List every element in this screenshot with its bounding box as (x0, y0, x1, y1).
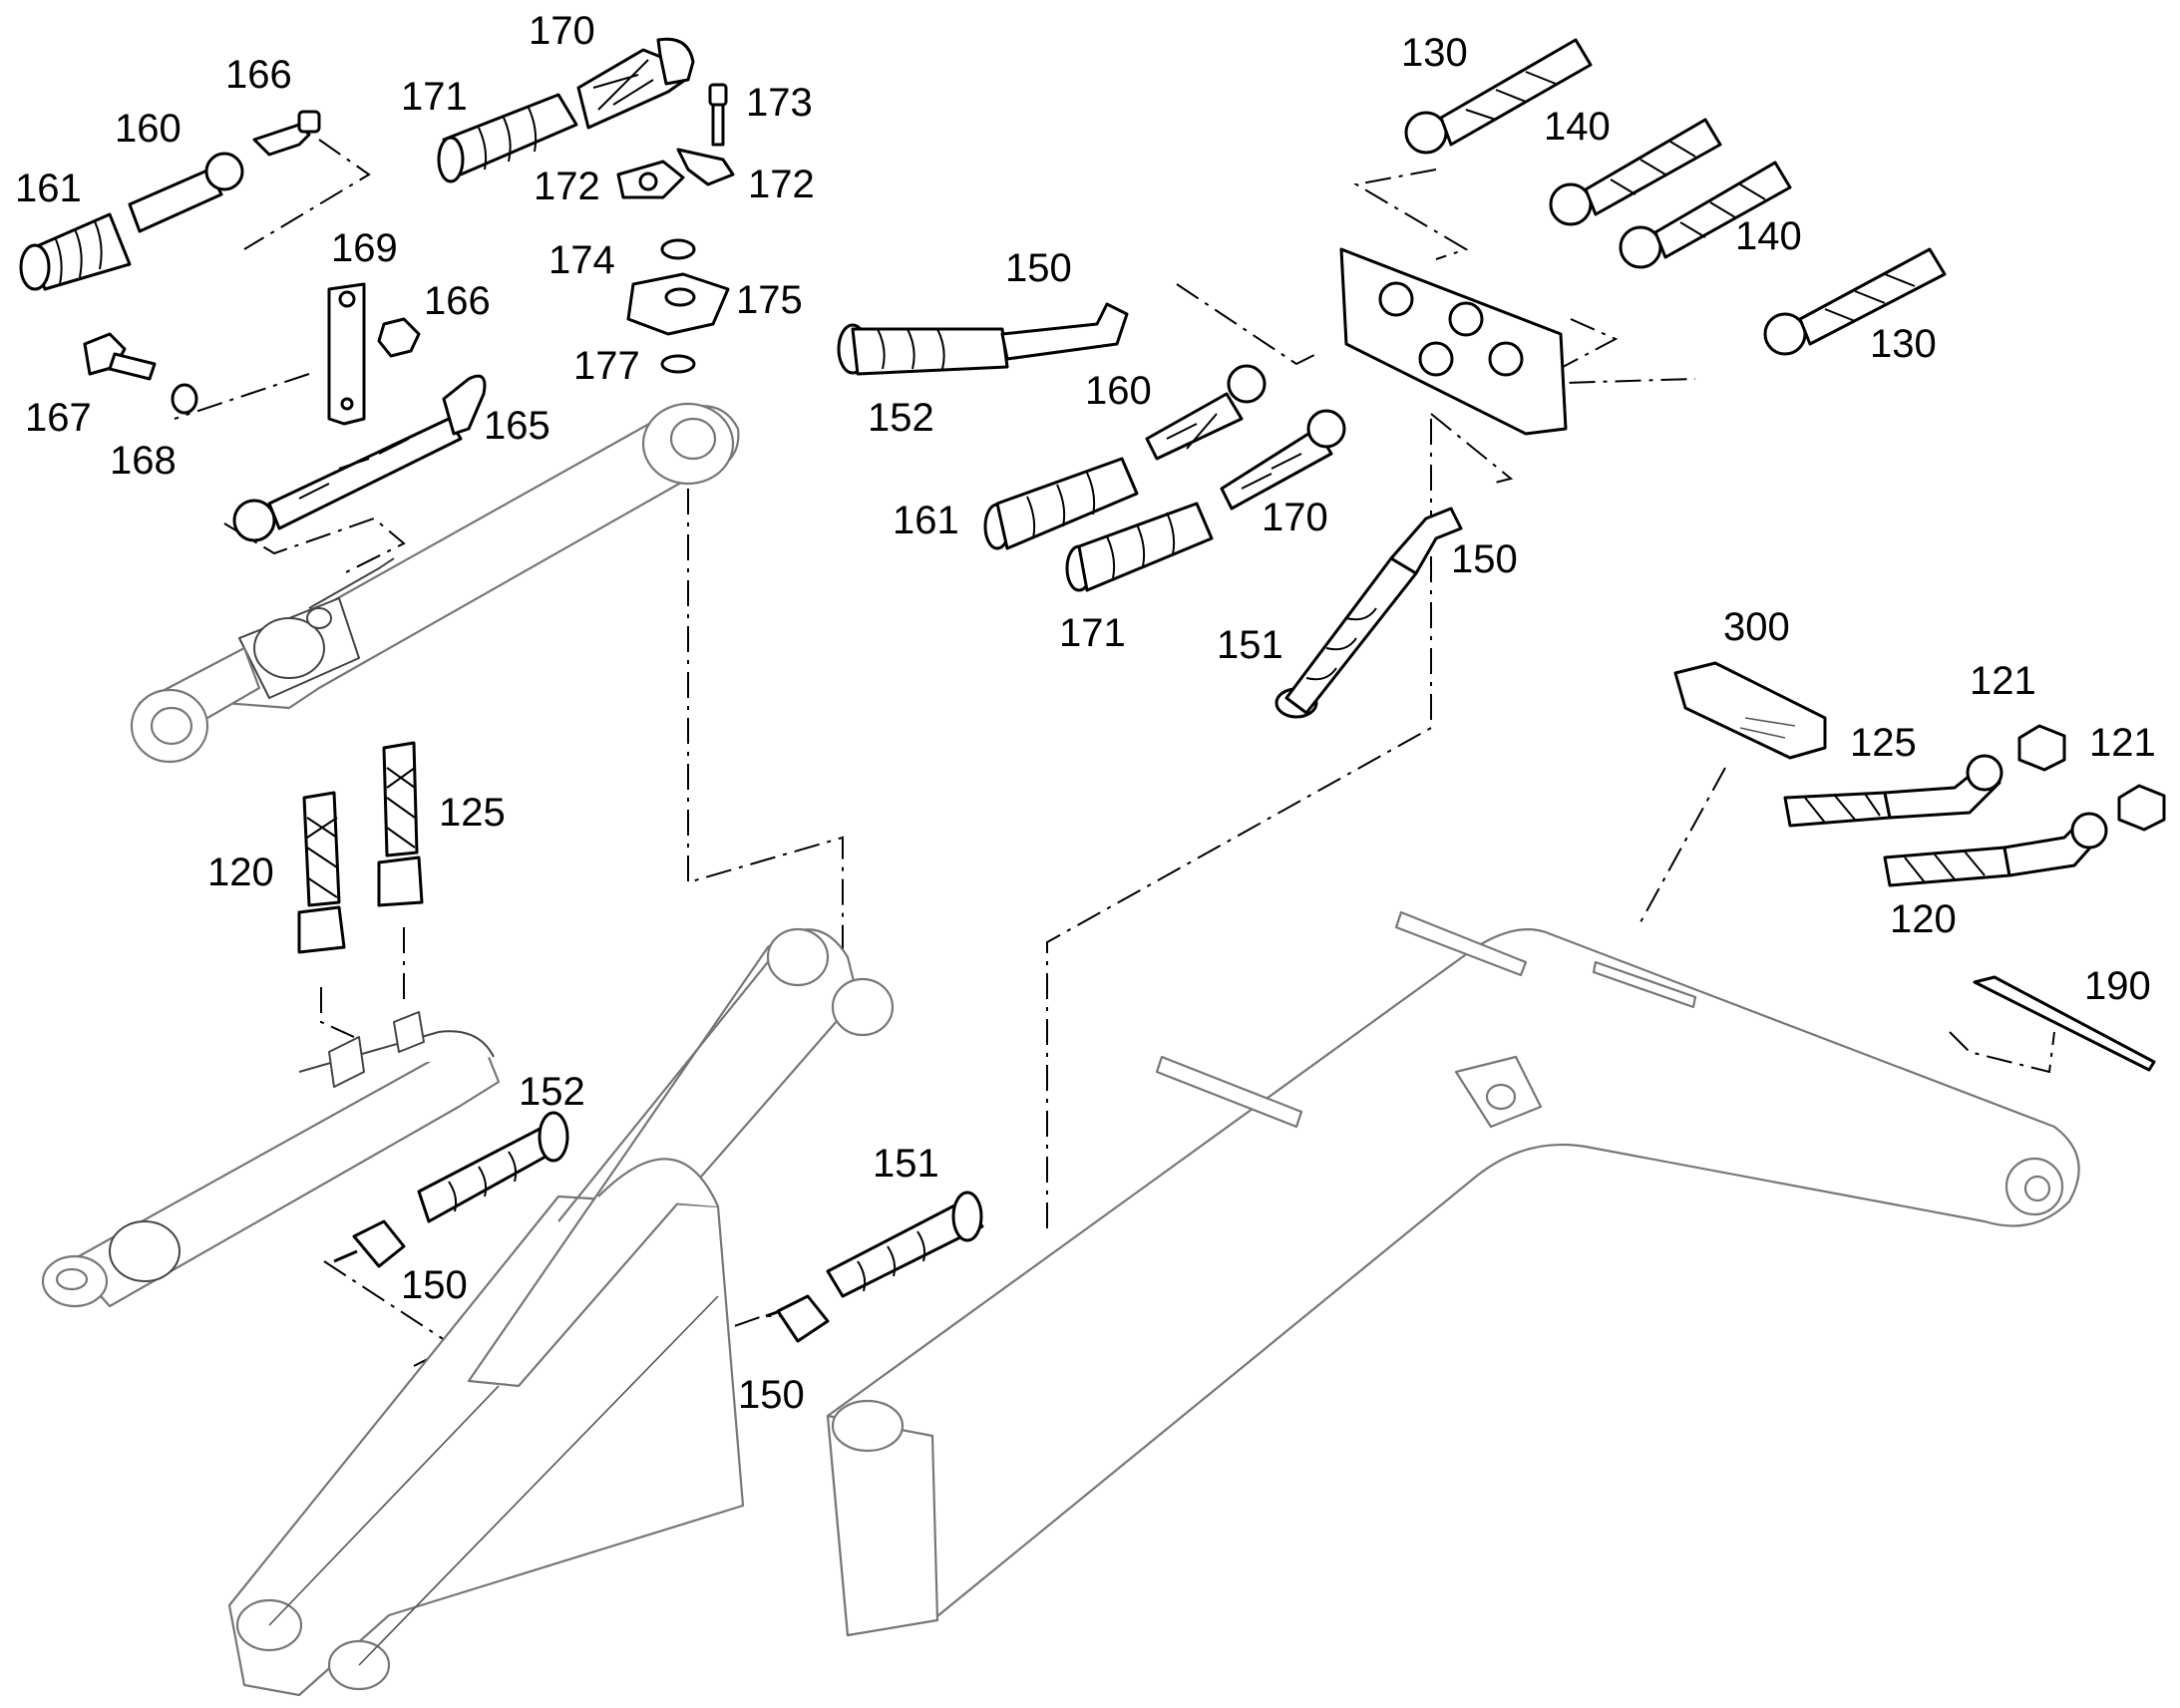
label-160-center: 160 (1085, 369, 1152, 413)
label-150-center: 150 (1451, 537, 1518, 581)
label-167: 167 (25, 396, 92, 440)
arm-assembly (227, 927, 895, 1697)
hose-fitting-160-center (1145, 364, 1267, 461)
hose-152-lower-left (417, 1111, 569, 1223)
hose-140-lower (1619, 161, 1792, 269)
label-151-lower-center: 151 (873, 1142, 939, 1186)
nut-166 (377, 317, 421, 358)
hose-152-top-center (837, 302, 1129, 376)
valve-block-plate (1339, 247, 1568, 436)
hose-130-right (1763, 247, 1947, 356)
part-labels: 161 160 166 170 171 173 172 172 174 175 … (15, 9, 2156, 1417)
label-172-right: 172 (748, 163, 815, 206)
label-125-right: 125 (1850, 721, 1917, 765)
hose-170-center (1220, 409, 1346, 511)
label-161-center: 161 (893, 499, 959, 542)
hose-151-lower-center (826, 1191, 984, 1298)
hose-170-top (576, 37, 695, 130)
label-160-top: 160 (115, 107, 182, 151)
label-169: 169 (331, 226, 398, 270)
clamp-172 (616, 148, 735, 199)
label-190: 190 (2084, 964, 2151, 1008)
hose-171-center (1065, 502, 1214, 592)
hose-165 (232, 374, 487, 542)
fitting-150-lower-left (333, 1219, 406, 1268)
label-175: 175 (736, 278, 803, 322)
hose-130-top (1404, 38, 1593, 155)
label-121-lower: 121 (2089, 721, 2156, 765)
label-166-top: 166 (225, 53, 292, 97)
label-173: 173 (746, 81, 813, 125)
hose-fitting-160-top-left (128, 152, 244, 233)
hose-120-left (297, 791, 346, 954)
label-171-top: 171 (401, 75, 468, 119)
hose-125-left (377, 741, 424, 907)
o-ring-174 (660, 238, 696, 260)
label-170-top: 170 (529, 9, 595, 53)
boom-assembly (826, 910, 2080, 1637)
label-120-left: 120 (207, 851, 274, 894)
label-166-mid: 166 (424, 279, 491, 323)
hydraulic-cylinder-upper (130, 402, 740, 764)
bolt-173 (708, 83, 728, 147)
hose-161-top-left (19, 212, 132, 291)
label-121-upper: 121 (1970, 659, 2036, 703)
label-177: 177 (573, 344, 640, 388)
cap-121-upper (2017, 724, 2066, 772)
label-171-center: 171 (1059, 611, 1126, 655)
label-140-lower: 140 (1735, 214, 1802, 258)
hose-140-upper (1549, 118, 1722, 226)
label-150-top-center: 150 (1005, 246, 1072, 290)
label-151-center: 151 (1217, 623, 1283, 667)
label-150-lower-left: 150 (401, 1263, 468, 1307)
label-140-upper: 140 (1544, 105, 1611, 149)
label-150-lower-center: 150 (738, 1373, 805, 1417)
label-300: 300 (1723, 605, 1790, 649)
label-165: 165 (484, 404, 550, 448)
hose-120-right (1883, 812, 2108, 887)
block-300 (1673, 661, 1827, 760)
elbow-fitting-166-top (252, 110, 321, 157)
label-125-left: 125 (439, 791, 506, 835)
o-ring-177 (660, 354, 696, 374)
cap-121-lower (2117, 784, 2166, 832)
hydraulic-cylinder-lower (41, 1011, 501, 1308)
label-152-lower-left: 152 (519, 1070, 585, 1114)
label-170-center: 170 (1262, 496, 1328, 539)
label-120-right: 120 (1890, 897, 1957, 941)
washer-168 (171, 383, 198, 415)
hose-151-center (1274, 507, 1463, 719)
label-174: 174 (548, 238, 615, 282)
label-130-right: 130 (1870, 322, 1937, 366)
hose-161-center (983, 457, 1139, 550)
flange-block-175 (626, 272, 730, 336)
label-172-left: 172 (534, 165, 600, 208)
label-168: 168 (110, 439, 177, 483)
strip-190 (1973, 975, 2156, 1072)
plate-169 (327, 282, 366, 426)
fitting-150-lower-center (765, 1294, 830, 1343)
label-161-top: 161 (15, 167, 82, 210)
bolt-167 (83, 332, 157, 381)
label-152-top-center: 152 (868, 396, 934, 440)
hose-171-top (437, 93, 578, 183)
label-130-top: 130 (1401, 31, 1468, 75)
hose-125-right (1783, 754, 2003, 828)
